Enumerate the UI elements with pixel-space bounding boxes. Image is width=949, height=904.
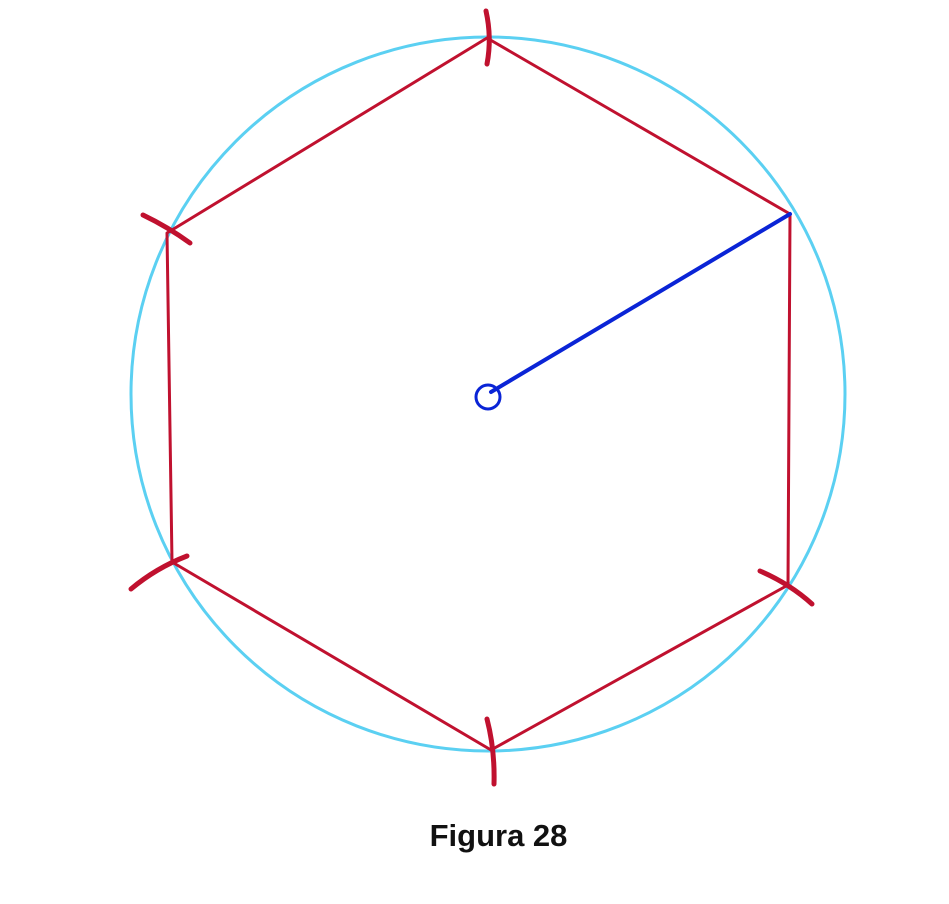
hexagon — [165, 36, 792, 752]
arc-mark-lower-left — [128, 553, 190, 592]
arc-mark-bottom — [484, 716, 497, 787]
compass-arc-marks — [128, 8, 815, 787]
figure-caption: Figura 28 — [429, 818, 568, 853]
arc-mark-top — [483, 8, 492, 67]
arc-mark-upper-left — [140, 212, 193, 246]
circumscribed-circle — [129, 35, 847, 753]
center-point — [474, 383, 502, 411]
radius-line — [489, 212, 792, 394]
arc-mark-lower-right — [757, 568, 815, 607]
